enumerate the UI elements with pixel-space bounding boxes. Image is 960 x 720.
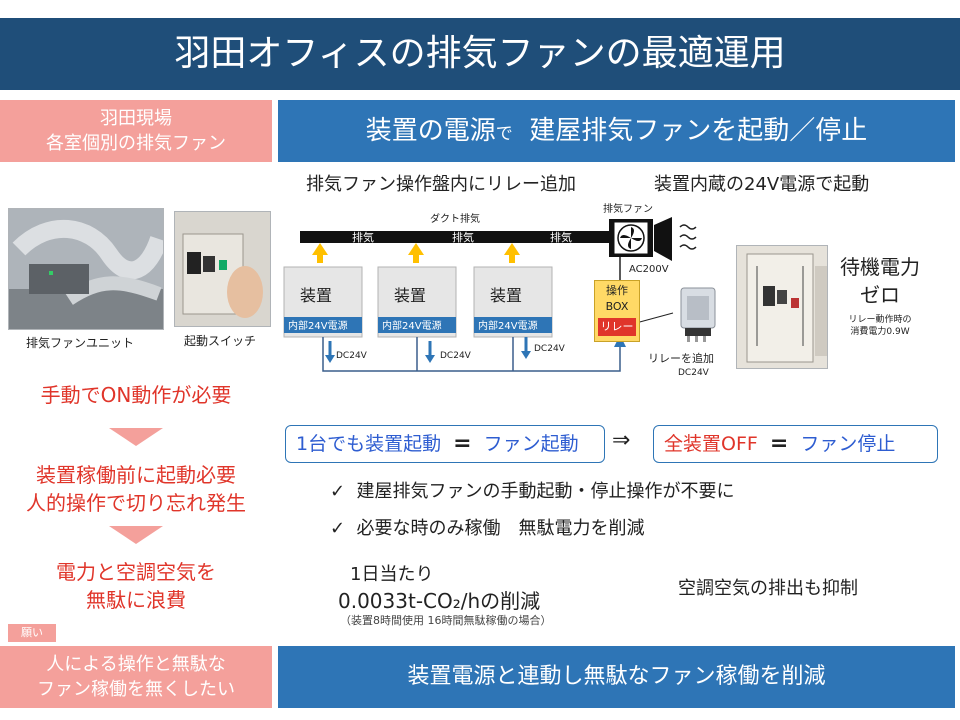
problem-waste: 電力と空調空気を 無駄に浪費 (0, 558, 272, 614)
exhaust-label-2: 排気 (452, 230, 474, 244)
device-2-label: 装置 (394, 286, 426, 305)
up-arrow-icon (408, 243, 424, 263)
wish-tag: 願い (8, 624, 56, 642)
exhaust-label-3: 排気 (550, 230, 572, 244)
op-label-line2: BOX (605, 300, 629, 313)
page-title: 羽田オフィスの排気ファンの最適運用 (174, 33, 786, 74)
co2-reduction-value: 0.0033t-CO₂/hの削減 (338, 589, 541, 613)
equation-left-box: 1台でも装置起動 = ファン起動 (285, 425, 605, 463)
exhaust-fan-unit-photo (8, 208, 164, 330)
right-header-small: で (495, 124, 513, 144)
check-icon: ✓ (330, 481, 346, 502)
right-header-main: 装置の電源 (365, 116, 496, 146)
left-header-box: 羽田現場 各室個別の排気ファン (0, 100, 272, 162)
benefit-text-2: 必要な時のみ稼働 無駄電力を削減 (356, 518, 645, 539)
op-label-line1: 操作 (606, 284, 628, 297)
relay-photo (673, 284, 723, 342)
relay-dc24v-caption: DC24V (678, 368, 709, 378)
ac200v-label: AC200V (629, 264, 669, 275)
dc-down-arrow-icon (521, 337, 531, 359)
standby-title-line1: 待機電力 (840, 255, 920, 279)
left-footer-box: 人による操作と無駄な ファン稼働を無くしたい (0, 646, 272, 708)
problem-waste-line1: 電力と空調空気を (56, 560, 216, 584)
up-arrow-icon (504, 243, 520, 263)
equation-right-box: 全装置OFF = ファン停止 (653, 425, 938, 463)
standby-zero-title: 待機電力 ゼロ (828, 253, 932, 309)
problem-forget: 装置稼働前に起動必要 人的操作で切り忘れ発生 (0, 461, 272, 517)
left-footer-line2: ファン稼働を無くしたい (37, 679, 235, 700)
eq-left-a: 1台でも装置起動 (296, 433, 442, 455)
right-header-main2: 建屋排気ファンを起動／停止 (529, 116, 868, 146)
fan-unit-caption: 排気ファンユニット (26, 336, 135, 350)
check-icon: ✓ (330, 518, 346, 539)
device-2-power: 内部24V電源 (382, 319, 442, 332)
dc-down-arrow-icon (325, 341, 335, 363)
co2-note: （装置8時間使用 16時間無駄稼働の場合） (340, 614, 552, 627)
benefit-text-1: 建屋排気ファンの手動起動・停止操作が不要に (356, 481, 735, 502)
co2-per-day-label: 1日当たり (350, 564, 434, 585)
control-panel-photo (736, 245, 828, 369)
left-header-line1: 羽田現場 (100, 108, 172, 129)
airflow-wave-icon (679, 224, 697, 250)
eq-right-b: ファン停止 (800, 433, 896, 455)
device-2: 装置 内部24V電源 (377, 266, 457, 338)
down-arrow-icon (109, 526, 163, 544)
problem-manual-on: 手動でON動作が必要 (40, 383, 232, 407)
right-footer-box: 装置電源と連動し無駄なファン稼働を削減 (278, 646, 955, 708)
fan-caption: 排気ファン (603, 204, 653, 215)
standby-note: リレー動作時の 消費電力0.9W (826, 314, 934, 338)
device-1-power: 内部24V電源 (288, 319, 348, 332)
air-suppression-note: 空調空気の排出も抑制 (678, 578, 858, 599)
dc24v-label-3: DC24V (534, 344, 566, 354)
device-3-power: 内部24V電源 (478, 319, 538, 332)
problem-forget-line2: 人的操作で切り忘れ発生 (26, 491, 246, 515)
duct-bar (300, 231, 612, 243)
exhaust-fan-icon (609, 219, 653, 257)
relay-caption: リレーを追加 (648, 352, 714, 365)
left-header-line2: 各室個別の排気ファン (46, 133, 226, 154)
fan-outlet-icon (654, 217, 672, 261)
start-switch-caption: 起動スイッチ (184, 334, 257, 348)
relay-subheading: 排気ファン操作盤内にリレー追加 (306, 174, 576, 195)
dc24v-label-2: DC24V (440, 351, 472, 361)
dc-down-arrow-icon (425, 341, 435, 363)
eq-right-equals: = (769, 431, 789, 456)
exhaust-label-1: 排気 (352, 230, 374, 244)
up-arrow-icon (312, 243, 328, 263)
problem-forget-line1: 装置稼働前に起動必要 (36, 463, 236, 487)
standby-note-line2: 消費電力0.9W (850, 327, 910, 337)
system-diagram: ダクト排気 排気 排気 排気 装置 内部24V電源 装置 内部24V電源 装置 … (283, 212, 697, 372)
standby-title-line2: ゼロ (860, 283, 900, 307)
eq-right-a: 全装置OFF (664, 433, 758, 455)
left-footer-line1: 人による操作と無駄な (46, 654, 226, 675)
benefit-item-2: ✓ 必要な時のみ稼働 無駄電力を削減 (330, 514, 645, 540)
dc-wire (322, 337, 621, 372)
eq-left-b: ファン起動 (483, 433, 579, 455)
device-1: 装置 内部24V電源 (283, 266, 363, 338)
eq-left-equals: = (453, 431, 472, 456)
dc24v-label-1: DC24V (336, 351, 368, 361)
duct-label: ダクト排気 (430, 212, 480, 225)
power-subheading: 装置内蔵の24V電源で起動 (654, 174, 870, 195)
right-header-box: 装置の電源で 建屋排気ファンを起動／停止 (278, 100, 955, 162)
problem-waste-line2: 無駄に浪費 (86, 588, 186, 612)
title-banner: 羽田オフィスの排気ファンの最適運用 (0, 18, 960, 90)
device-3: 装置 内部24V電源 (473, 266, 553, 338)
benefit-item-1: ✓ 建屋排気ファンの手動起動・停止操作が不要に (330, 477, 735, 503)
operation-box-label: 操作 BOX (594, 283, 640, 315)
implies-arrow-icon: ⇒ (612, 428, 631, 453)
relay-callout-line (635, 312, 674, 324)
device-1-label: 装置 (300, 286, 332, 305)
standby-note-line1: リレー動作時の (848, 315, 912, 325)
device-3-label: 装置 (490, 286, 522, 305)
relay-label: リレー (598, 318, 636, 336)
start-switch-photo (174, 211, 271, 327)
down-arrow-icon (109, 428, 163, 446)
